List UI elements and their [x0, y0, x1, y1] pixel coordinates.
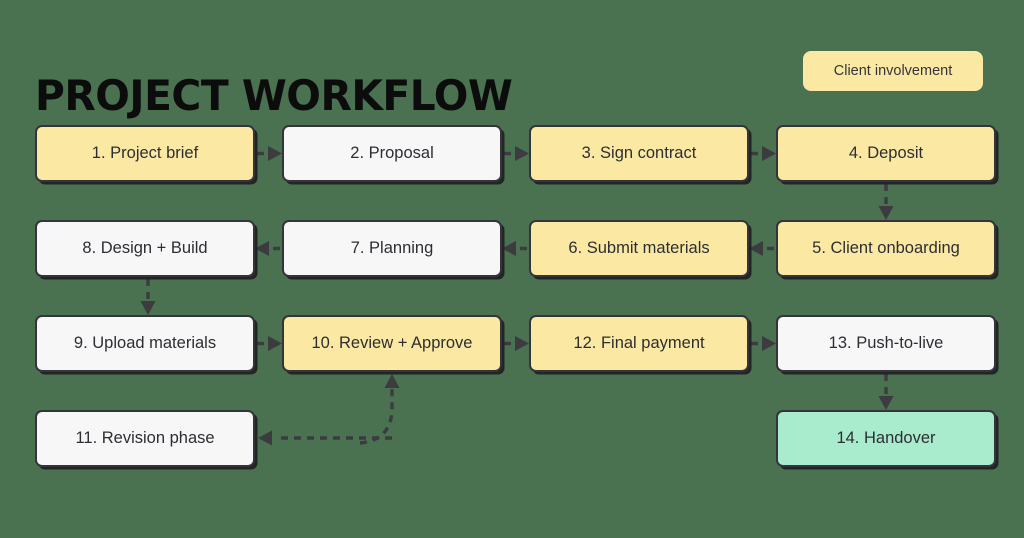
arrow-10-to-12: [504, 336, 529, 351]
arrow-3-to-4: [751, 146, 776, 161]
arrow-revision-back-to-review: [359, 374, 400, 445]
node-review-approve[interactable]: 10. Review + Approve: [282, 315, 502, 372]
arrow-13-to-14: [878, 374, 894, 410]
node-upload-materials[interactable]: 9. Upload materials: [35, 315, 255, 372]
node-design-build[interactable]: 8. Design + Build: [35, 220, 255, 277]
arrow-4-to-5: [878, 184, 894, 220]
arrow-2-to-3: [504, 146, 529, 161]
arrow-5-to-6: [749, 241, 774, 256]
node-client-onboarding[interactable]: 5. Client onboarding: [776, 220, 996, 277]
arrow-to-revision-phase: [258, 430, 392, 446]
arrow-12-to-13: [751, 336, 776, 351]
legend-label: Client involvement: [833, 63, 953, 79]
node-push-to-live[interactable]: 13. Push-to-live: [776, 315, 996, 372]
node-submit-materials[interactable]: 6. Submit materials: [529, 220, 749, 277]
arrow-1-to-2: [257, 146, 282, 161]
node-project-brief[interactable]: 1. Project brief: [35, 125, 255, 182]
arrow-8-to-9: [140, 279, 156, 315]
node-deposit[interactable]: 4. Deposit: [776, 125, 996, 182]
arrow-9-to-10: [257, 336, 282, 351]
node-proposal[interactable]: 2. Proposal: [282, 125, 502, 182]
node-final-payment[interactable]: 12. Final payment: [529, 315, 749, 372]
node-planning[interactable]: 7. Planning: [282, 220, 502, 277]
arrow-6-to-7: [502, 241, 527, 256]
node-sign-contract[interactable]: 3. Sign contract: [529, 125, 749, 182]
arrow-7-to-8: [255, 241, 280, 256]
legend-client-involvement: Client involvement: [803, 51, 983, 91]
node-handover[interactable]: 14. Handover: [776, 410, 996, 467]
page-title: PROJECT WORKFLOW: [35, 71, 513, 121]
node-revision-phase[interactable]: 11. Revision phase: [35, 410, 255, 467]
